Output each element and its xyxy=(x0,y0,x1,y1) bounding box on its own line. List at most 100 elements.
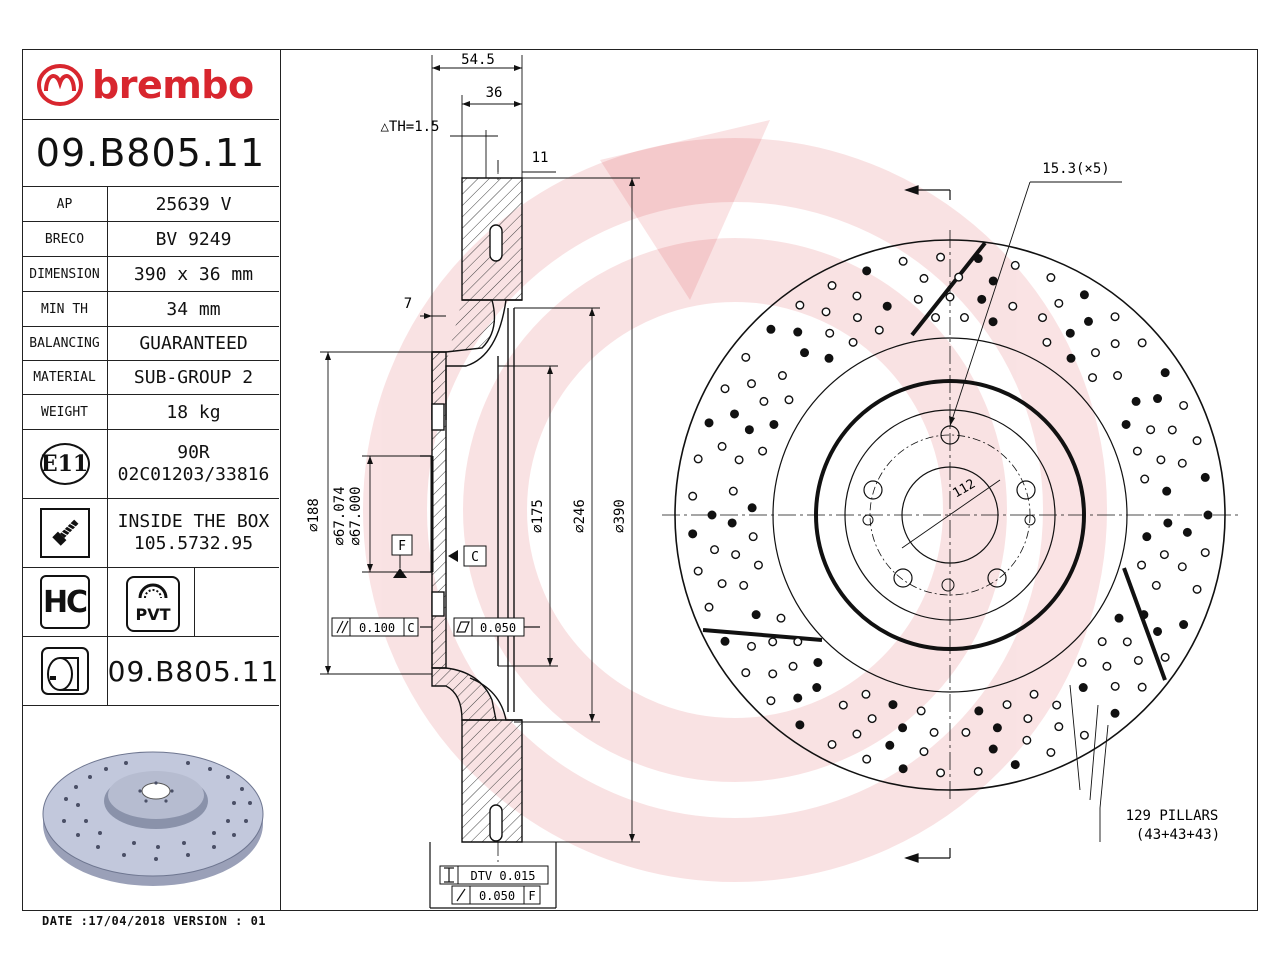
tol-dtv: DTV 0.015 xyxy=(470,869,535,883)
drill-hole xyxy=(1008,301,1018,311)
drill-hole xyxy=(793,637,803,647)
drill-hole xyxy=(759,396,769,406)
spec-row: MIN TH 34 mm xyxy=(22,292,279,327)
spec-key: DIMENSION xyxy=(22,257,108,291)
drill-hole xyxy=(813,657,823,667)
dim-246: ⌀246 xyxy=(572,499,588,533)
drill-hole xyxy=(777,371,787,381)
drill-hole xyxy=(744,425,754,435)
drill-hole xyxy=(717,579,727,589)
drill-hole xyxy=(1121,419,1131,429)
spec-key: BRECO xyxy=(22,222,108,256)
drill-hole xyxy=(862,754,872,764)
drill-hole xyxy=(1200,472,1210,482)
spec-value: GUARANTEED xyxy=(139,333,248,354)
drill-hole xyxy=(795,300,805,310)
drill-hole xyxy=(1153,394,1163,404)
drill-hole xyxy=(1122,637,1132,647)
spec-sidebar: brembo 09.B805.11 AP 25639 V BRECO BV 92… xyxy=(22,49,281,911)
drill-hole xyxy=(751,610,761,620)
tol-runout-ref: F xyxy=(528,889,535,903)
drill-hole xyxy=(1139,610,1149,620)
drill-hole xyxy=(867,714,877,724)
drill-hole xyxy=(769,419,779,429)
e11-badge: E11 xyxy=(39,443,90,485)
drill-hole xyxy=(741,352,751,362)
approval-line-2: 02C01203/33816 xyxy=(117,464,270,485)
drill-hole xyxy=(1192,584,1202,594)
drill-hole xyxy=(704,602,714,612)
drill-hole xyxy=(717,441,727,451)
drill-hole xyxy=(753,560,763,570)
hardware-line-2: 105.5732.95 xyxy=(133,533,254,554)
drill-hole xyxy=(1090,348,1100,358)
pillars-breakdown: (43+43+43) xyxy=(1136,827,1220,843)
drill-hole xyxy=(1153,626,1163,636)
drill-hole xyxy=(720,384,730,394)
drill-hole xyxy=(1140,474,1150,484)
drill-hole xyxy=(1159,550,1169,560)
spec-row: WEIGHT 18 kg xyxy=(22,395,279,430)
drill-hole xyxy=(812,683,822,693)
hardware-value: INSIDE THE BOX 105.5732.95 xyxy=(108,499,279,567)
repeat-part-number: 09.B805.11 xyxy=(107,654,280,688)
drill-hole xyxy=(1110,681,1120,691)
dim-11: 11 xyxy=(532,150,549,166)
pillars-label: 129 PILLARS xyxy=(1126,808,1219,824)
drill-hole xyxy=(741,668,751,678)
drill-hole xyxy=(766,324,776,334)
drawing-frame xyxy=(22,49,1258,911)
drill-hole xyxy=(739,580,749,590)
drill-hole xyxy=(898,764,908,774)
drill-hole xyxy=(1114,613,1124,623)
drill-hole xyxy=(727,518,737,528)
drill-hole xyxy=(1177,562,1187,572)
spec-value: BV 9249 xyxy=(155,228,232,250)
pvt-label: PVT xyxy=(135,605,171,624)
drill-hole xyxy=(916,706,926,716)
drill-hole xyxy=(748,532,758,542)
pvt-cell xyxy=(108,568,195,636)
drill-hole xyxy=(793,327,803,337)
spec-value: 25639 V xyxy=(155,193,232,215)
dim-67-000: ⌀67.000 xyxy=(348,486,364,545)
drill-hole xyxy=(1079,290,1089,300)
drill-hole xyxy=(795,720,805,730)
drill-hole xyxy=(1200,548,1210,558)
dim-67-074: ⌀67.074 xyxy=(332,486,348,545)
drill-hole xyxy=(747,503,757,513)
drill-hole xyxy=(688,529,698,539)
drill-hole xyxy=(788,661,798,671)
drill-hole xyxy=(1151,580,1161,590)
brand-name: brembo xyxy=(92,63,254,107)
approval-row: E11 90R 02C01203/33816 xyxy=(22,430,279,499)
disc-profile-icon xyxy=(40,647,89,695)
drill-hole xyxy=(707,510,717,520)
disc-render xyxy=(42,751,264,886)
drill-hole xyxy=(954,272,964,282)
drill-hole xyxy=(1110,339,1120,349)
drill-hole xyxy=(1097,637,1107,647)
drill-hole xyxy=(1054,722,1064,732)
drill-hole xyxy=(852,313,862,323)
drill-hole xyxy=(1010,760,1020,770)
drill-hole xyxy=(1177,458,1187,468)
screw-icon xyxy=(39,508,90,558)
drill-hole xyxy=(1182,527,1192,537)
drill-hole xyxy=(931,313,941,323)
drill-hole xyxy=(827,739,837,749)
drill-hole xyxy=(824,353,834,363)
drill-hole xyxy=(1179,400,1189,410)
drill-hole xyxy=(1066,353,1076,363)
drill-hole xyxy=(1110,708,1120,718)
drill-hole xyxy=(885,740,895,750)
approval-line-1: 90R xyxy=(177,442,210,463)
drill-hole xyxy=(1077,657,1087,667)
drill-hole xyxy=(710,545,720,555)
spec-key: MATERIAL xyxy=(22,361,108,394)
drill-hole xyxy=(1052,700,1062,710)
drill-hole xyxy=(1137,560,1147,570)
drill-hole xyxy=(728,486,738,496)
drill-hole xyxy=(800,348,810,358)
pvt-badge: PVT xyxy=(126,576,180,632)
